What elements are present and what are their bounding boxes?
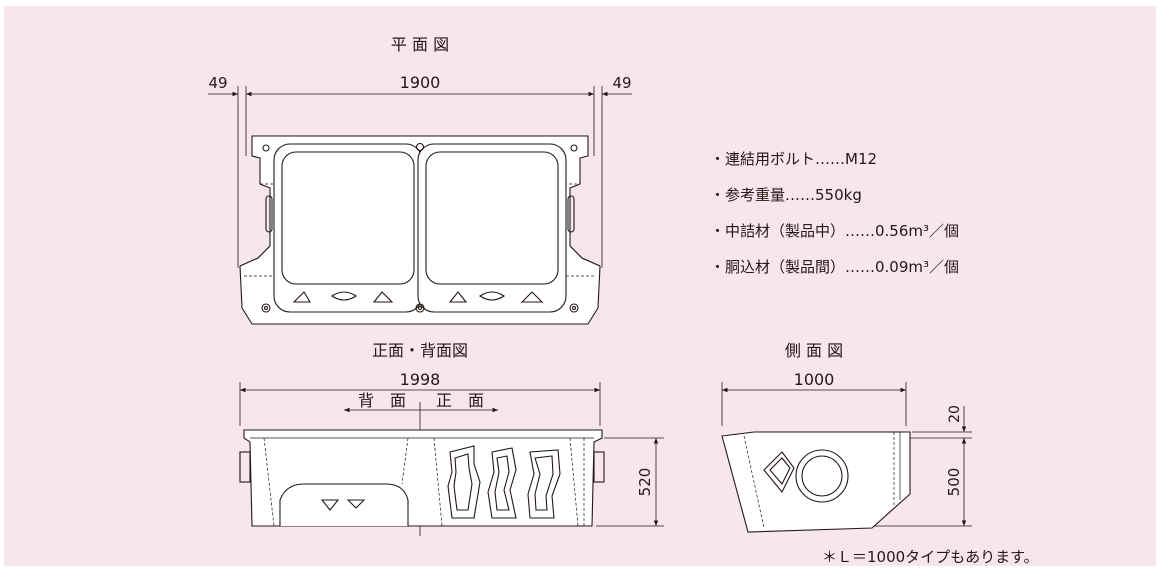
- side-view-title: 側 面 図: [785, 341, 843, 360]
- front-dim-width: 1998: [400, 370, 441, 389]
- side-dim-top: 20: [947, 405, 963, 423]
- plan-view-title: 平 面 図: [391, 35, 449, 54]
- diagram-panel: 平 面 図 1900 49 49 正面・背面図 1998 背 面 正 面 520…: [4, 6, 1156, 566]
- spec-bolt: ・連結用ボルト……M12: [710, 150, 878, 168]
- plan-dim-total: 1900: [400, 73, 441, 92]
- side-dim-height: 500: [945, 468, 963, 497]
- plan-view: [208, 86, 632, 325]
- front-view: [239, 382, 664, 536]
- spec-filler-between: ・胴込材（製品間）……0.09m³／個: [710, 258, 960, 276]
- plan-dim-right: 49: [612, 74, 631, 92]
- spec-weight: ・参考重量……550kg: [710, 186, 862, 204]
- spec-list: ・連結用ボルト……M12 ・参考重量……550kg ・中詰材（製品中）……0.5…: [710, 141, 959, 285]
- side-view: [721, 382, 972, 533]
- front-label-front: 正 面: [436, 391, 484, 410]
- plan-dim-left: 49: [208, 74, 227, 92]
- front-dim-height: 520: [636, 468, 654, 497]
- front-view-title: 正面・背面図: [372, 341, 468, 360]
- side-dim-width: 1000: [794, 370, 835, 389]
- footnote: ＊Ｌ＝1000タイプもあります。: [822, 548, 1039, 566]
- technical-drawing: 平 面 図 1900 49 49 正面・背面図 1998 背 面 正 面 520…: [4, 6, 1156, 566]
- spec-filler-inside: ・中詰材（製品中）……0.56m³／個: [710, 222, 960, 240]
- front-label-back: 背 面: [358, 391, 406, 410]
